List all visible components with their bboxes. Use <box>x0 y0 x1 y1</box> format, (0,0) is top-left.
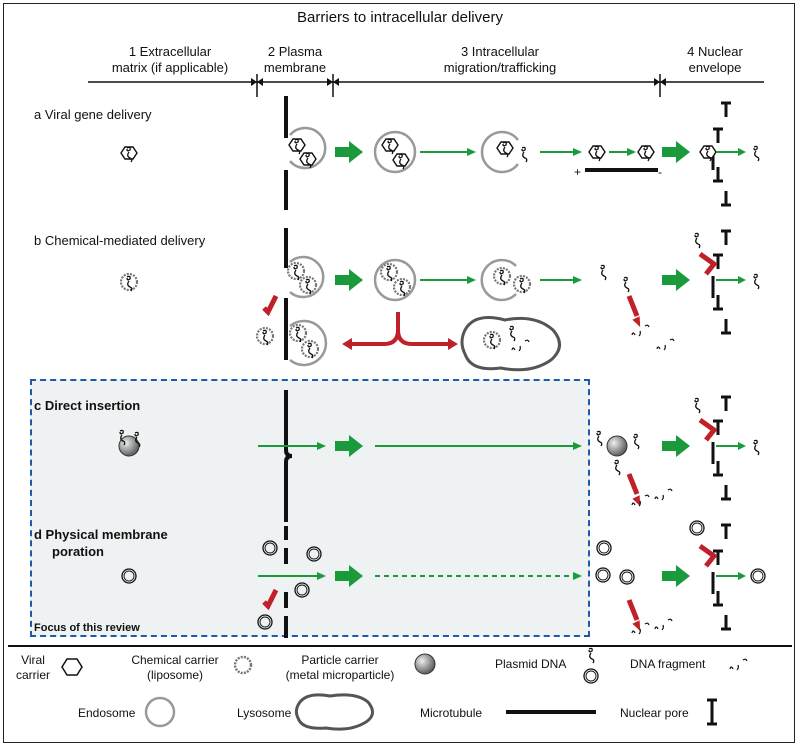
row-a-pathway <box>120 96 760 210</box>
row-b-pathway <box>119 228 760 372</box>
lysosome-icon <box>460 316 561 372</box>
legend-chemical-label-line2: (liposome) <box>146 668 203 682</box>
column-1-label-line1: 1 Extracellular <box>128 44 212 59</box>
legend <box>61 647 748 731</box>
green-arrow-icon <box>335 141 363 163</box>
legend-endosome-icon <box>144 696 176 728</box>
legend-viral-label-line2: carrier <box>15 668 50 682</box>
legend-plasmid-icon <box>588 647 595 664</box>
column-4-label-line1: 4 Nuclear <box>687 44 743 59</box>
legend-microtubule-label: Microtubule <box>420 706 483 720</box>
legend-lysosome-label: Lysosome <box>237 706 292 720</box>
legend-dna-fragment-icon <box>729 658 748 671</box>
figure-title: Barriers to intracellular delivery <box>297 9 503 26</box>
figure-frame <box>3 3 795 743</box>
legend-particle-carrier-icon <box>414 653 436 675</box>
column-3-label-line1: 3 Intracellular <box>460 44 540 59</box>
legend-nuclear-pore-icon <box>705 698 719 726</box>
column-3-label-line2: migration/trafficking <box>443 60 557 75</box>
legend-plasmid-label: Plasmid DNA <box>495 657 567 671</box>
row-d-label-line1: d Physical membrane <box>34 527 168 542</box>
focus-region <box>30 379 590 637</box>
row-c-pathway <box>118 390 760 522</box>
row-b-label: b Chemical-mediated delivery <box>34 233 206 248</box>
legend-nuclear-pore-label: Nuclear pore <box>620 706 689 720</box>
microtubule-plus-sign: + <box>574 165 582 179</box>
dna-fragment-icon <box>631 324 650 337</box>
row-c-label: c Direct insertion <box>34 398 141 413</box>
column-2-label-line1: 2 Plasma <box>267 44 323 59</box>
row-d-label-line2: poration <box>52 544 104 559</box>
row-a-label: a Viral gene delivery <box>34 107 152 122</box>
legend-endosome-label: Endosome <box>78 706 136 720</box>
legend-chemical-carrier-icon <box>233 655 253 675</box>
microtubule-minus-sign: - <box>658 165 662 179</box>
legend-fragment-label: DNA fragment <box>630 657 706 671</box>
legend-particle-label-line1: Particle carrier <box>301 653 379 667</box>
legend-lysosome-icon <box>294 693 374 731</box>
focus-label: Focus of this review <box>34 622 140 634</box>
legend-particle-label-line2: (metal microparticle) <box>285 668 395 682</box>
legend-viral-label-line1: Viral <box>21 653 45 667</box>
legend-viral-carrier-icon <box>61 658 83 676</box>
endosome-icon <box>289 126 327 170</box>
column-4-label-line2: envelope <box>688 60 742 75</box>
legend-chemical-label-line1: Chemical carrier <box>131 653 219 667</box>
row-d-pathway <box>121 520 766 638</box>
column-1-label-line2: matrix (if applicable) <box>111 60 229 75</box>
column-header-rule <box>88 74 764 97</box>
column-2-label-line2: membrane <box>263 60 327 75</box>
